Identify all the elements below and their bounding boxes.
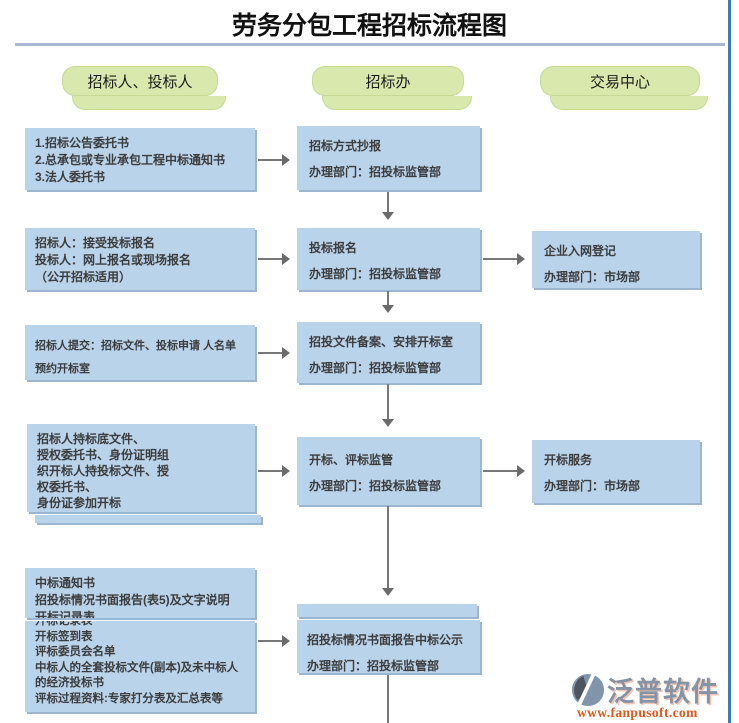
box-line: 开标签到表 — [35, 630, 93, 643]
flow-box-submit-bid-files: 招标人提交：招标文件、投标申请 人名单 预约开标室 — [25, 325, 255, 380]
box-shadow-strip — [35, 515, 261, 523]
box-line: 评标委员会名单 — [35, 646, 116, 658]
column-header-bid-office: 招标办 — [312, 66, 464, 96]
box-line: 招投标情况书面报告中标公示 — [307, 633, 464, 647]
box-line: 3.法人委托书 — [35, 170, 106, 184]
arrow-right — [258, 154, 290, 166]
box-line: 预约开标室 — [35, 363, 90, 375]
box-line: （公开招标适用） — [35, 270, 132, 284]
box-line: 办理部门：招投标监管部 — [307, 659, 440, 673]
arrow-down — [382, 384, 394, 427]
box-line: 身份证参加开标 — [37, 496, 122, 510]
flow-box-award-publicity: 招投标情况书面报告中标公示 办理部门：招投标监管部 — [297, 620, 480, 673]
column-header-bidders: 招标人、投标人 — [62, 66, 218, 96]
box-line: 招标人：接受投标报名 — [35, 236, 156, 250]
page-title: 劳务分包工程招标流程图 — [231, 13, 507, 40]
box-line: 开标记录表 — [35, 610, 96, 618]
arrow-right — [258, 253, 290, 265]
arrow-down — [382, 291, 394, 313]
frame-border-right — [728, 0, 731, 723]
box-line: 投标报名 — [309, 241, 358, 255]
box-lines: 开标记录表 开标签到表 评标委员会名单 中标人的全套投标文件(副本)及未中标人 … — [35, 621, 245, 707]
arrow-down — [382, 192, 394, 220]
flow-box-open-bid-materials: 招标人持标底文件、 授权委托书、身份证明组 织开标人持投标文件、授 权委托书、 … — [27, 424, 255, 512]
box-line: 织开标人持投标文件、授 — [37, 464, 170, 478]
flow-box-bid-opening-service: 开标服务 办理部门：市场部 — [532, 440, 700, 503]
box-line: 开标记录表 — [35, 621, 93, 627]
box-line: 投标人：网上报名或现场报名 — [35, 253, 192, 267]
box-line: 办理部门：招投标监管部 — [309, 267, 442, 281]
flow-box-network-registration: 企业入网登记 办理部门：市场部 — [532, 231, 700, 288]
column-header-bidders-shadow — [72, 96, 226, 110]
box-line: 的经济投标书 — [35, 677, 104, 689]
box-line: 办理部门：市场部 — [544, 479, 641, 493]
flow-box-bid-method-report: 招标方式抄报 办理部门：招投标监管部 — [297, 126, 480, 190]
box-line: 办理部门：招投标监管部 — [309, 165, 442, 179]
logo-row: 泛普软件 — [571, 670, 727, 709]
arrow-right — [258, 635, 290, 647]
box-line: 招标人提交：招标文件、投标申请 人名单 — [35, 340, 237, 352]
box-line: 办理部门：市场部 — [544, 270, 641, 284]
box-top-strip — [297, 604, 477, 617]
column-header-trade-center: 交易中心 — [540, 66, 700, 96]
box-line: 评标过程资料:专家打分表及汇总表等 — [35, 692, 223, 705]
flow-box-entrust-documents: 1.招标公告委托书 2.总承包或专业承包工程中标通知书 3.法人委托书 — [25, 128, 255, 190]
arrow-down — [382, 506, 394, 596]
flow-box-award-notice-lower: 开标记录表 开标签到表 评标委员会名单 中标人的全套投标文件(副本)及未中标人 … — [25, 621, 255, 712]
box-line: 权委托书、 — [37, 480, 98, 494]
flow-box-award-notice-upper: 中标通知书 招投标情况书面报告(表5)及文字说明 开标记录表 — [25, 568, 255, 618]
logo-text: 泛普软件 — [607, 677, 719, 707]
title-divider — [15, 43, 725, 46]
connector-line-down — [387, 675, 389, 723]
box-line: 中标人的全套投标文件(副本)及未中标人 — [35, 661, 239, 674]
box-line: 开标、评标监管 — [309, 453, 394, 467]
flow-box-bid-opening-supervision: 开标、评标监管 办理部门：招投标监管部 — [297, 437, 480, 505]
logo-url: www.fanpusoft.com — [577, 705, 698, 720]
flow-box-accept-registration: 招标人：接受投标报名 投标人：网上报名或现场报名 （公开招标适用） — [25, 228, 255, 290]
box-line: 招标人持标底文件、 — [37, 432, 146, 446]
box-line: 开标服务 — [544, 453, 593, 467]
column-header-label: 招标办 — [365, 73, 411, 91]
column-header-label: 招标人、投标人 — [87, 73, 193, 91]
box-line: 企业入网登记 — [544, 244, 617, 258]
flow-box-file-record: 招投文件备案、安排开标室 办理部门：招投标监管部 — [297, 322, 480, 383]
arrow-right — [483, 465, 525, 477]
column-header-label: 交易中心 — [589, 73, 650, 91]
box-line: 办理部门：招投标监管部 — [309, 361, 442, 375]
box-line: 授权委托书、身份证明组 — [37, 448, 170, 462]
box-line: 1.招标公告委托书 — [35, 136, 130, 150]
flow-box-bid-registration: 投标报名 办理部门：招投标监管部 — [297, 228, 480, 290]
box-line: 招投文件备案、安排开标室 — [309, 335, 454, 349]
box-line: 2.总承包或专业承包工程中标通知书 — [35, 153, 226, 167]
arrow-right — [258, 347, 290, 359]
column-header-bid-office-shadow — [322, 96, 472, 110]
column-header-trade-center-shadow — [550, 96, 708, 110]
arrow-right — [258, 465, 290, 477]
box-line: 中标通知书 — [35, 576, 96, 590]
box-line: 招投标情况书面报告(表5)及文字说明 — [35, 593, 230, 607]
box-line: 招标方式抄报 — [309, 139, 382, 153]
arrow-right — [483, 253, 525, 265]
box-line: 办理部门：招投标监管部 — [309, 479, 442, 493]
fanpu-watermark: 泛普软件 www.fanpusoft.com — [571, 670, 727, 721]
fanpu-logo-icon — [571, 672, 605, 707]
